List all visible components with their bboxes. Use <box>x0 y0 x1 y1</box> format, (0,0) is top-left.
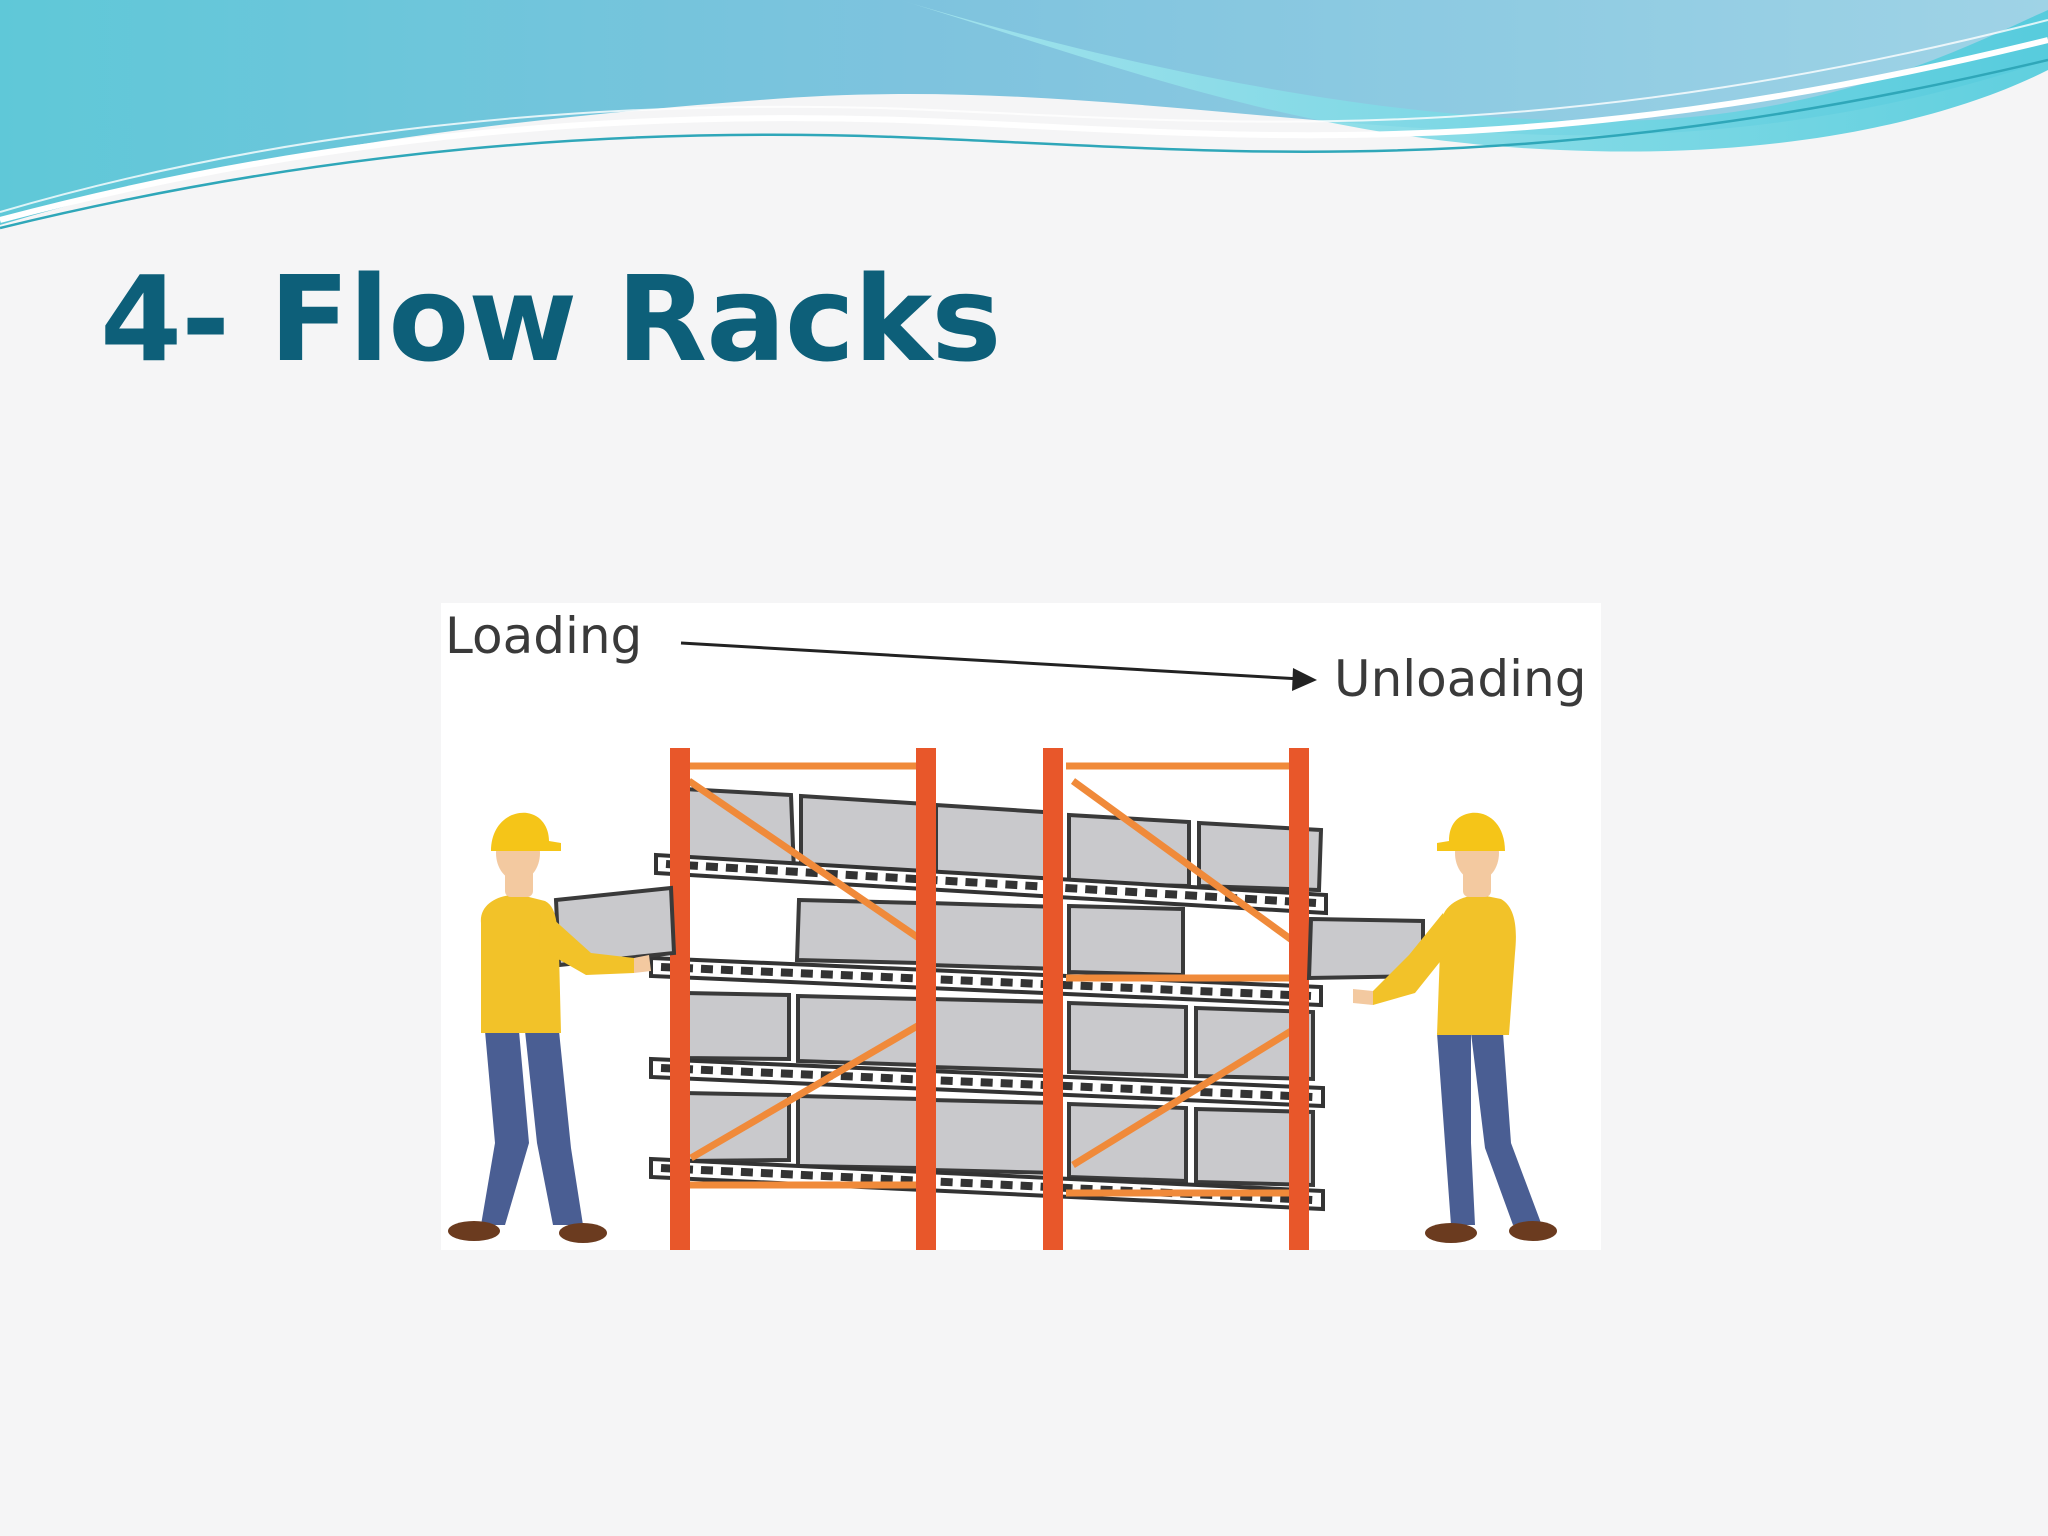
worker-loading <box>448 812 651 1243</box>
loading-label: Loading <box>445 607 642 665</box>
roller-shelf-3 <box>649 1056 1325 1109</box>
flow-direction-arrow <box>680 641 1317 691</box>
rack-frame <box>670 748 1309 1250</box>
header-wave-banner <box>0 0 2048 230</box>
slide-title: 4- Flow Racks <box>100 250 1002 388</box>
worker-unloading <box>1353 812 1557 1243</box>
flow-rack-illustration: Loading Unloading <box>441 603 1601 1250</box>
flow-rack-diagram: Loading Unloading <box>441 603 1601 1250</box>
unloading-label: Unloading <box>1334 650 1586 708</box>
